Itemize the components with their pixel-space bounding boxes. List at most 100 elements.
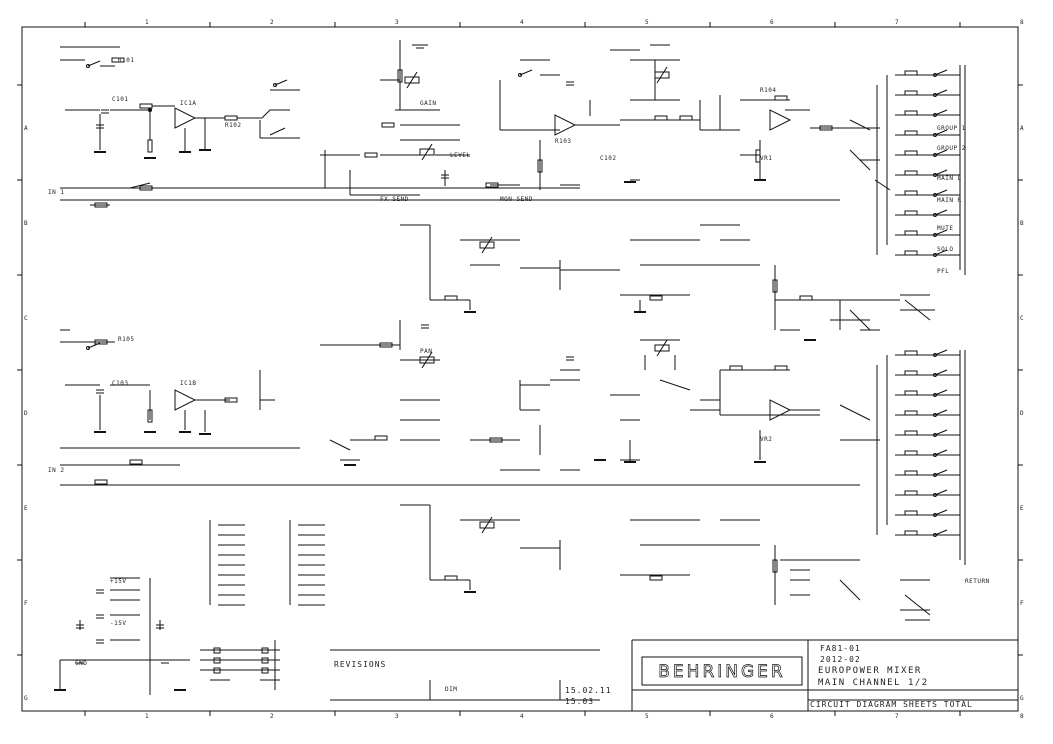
resistor-symbol xyxy=(904,150,918,156)
switch-contact xyxy=(933,113,937,117)
grid-row-right-A: A xyxy=(1020,125,1025,132)
label-solo: SOLO xyxy=(937,246,954,253)
wire xyxy=(269,127,286,136)
grid-col-top-2: 2 xyxy=(270,19,275,26)
label-bus3: MAIN L xyxy=(937,175,962,182)
resistor-symbol xyxy=(374,435,388,441)
resistor-symbol xyxy=(381,122,395,128)
opamp-symbol xyxy=(174,107,197,129)
switch-symbol xyxy=(934,509,948,516)
wire xyxy=(904,594,931,616)
switch-contact xyxy=(933,533,937,537)
label-mute: MUTE xyxy=(937,225,954,232)
switch-contact xyxy=(86,64,90,68)
switch-contact xyxy=(933,473,937,477)
wire xyxy=(849,149,871,171)
grid-col-bottom-3: 3 xyxy=(395,713,400,720)
resistor-symbol xyxy=(649,575,663,581)
switch-symbol xyxy=(519,69,533,76)
switch-symbol xyxy=(934,389,948,396)
ground-symbols xyxy=(54,149,816,691)
switch-contact xyxy=(273,83,277,87)
switch-contact xyxy=(933,133,937,137)
switch-symbol xyxy=(934,69,948,76)
potentiometer-arrow xyxy=(481,516,493,534)
wire xyxy=(904,299,931,321)
grid-col-bottom-6: 6 xyxy=(770,713,775,720)
grid-row-right-G: G xyxy=(1020,695,1025,702)
switch-symbol xyxy=(934,469,948,476)
potentiometer-arrow xyxy=(421,143,433,161)
title-footer: CIRCUIT DIAGRAM SHEETS TOTAL xyxy=(810,700,973,709)
potentiometer-arrow xyxy=(656,66,668,84)
label-pan: PAN xyxy=(420,348,433,355)
switch-contact xyxy=(933,253,937,257)
connector-pin xyxy=(213,657,221,664)
revision-label: REVISIONS xyxy=(334,660,387,669)
resistor-symbol xyxy=(904,530,918,536)
wire-group xyxy=(17,22,1023,716)
resistor-symbol xyxy=(819,125,833,131)
resistor-symbol xyxy=(904,110,918,116)
potentiometer-symbol xyxy=(404,76,420,84)
switch-contact xyxy=(933,493,937,497)
resistor-symbol xyxy=(94,202,108,208)
potentiometer-symbol xyxy=(419,356,435,364)
resistor-symbol xyxy=(799,295,813,301)
grid-row-left-G: G xyxy=(24,695,29,702)
switch-contact xyxy=(933,93,937,97)
label-return: RETURN xyxy=(965,578,990,585)
switch-contact xyxy=(933,173,937,177)
switch-contact xyxy=(933,353,937,357)
resistor-symbol xyxy=(444,575,458,581)
label-r4: R104 xyxy=(760,87,777,94)
resistor-symbol xyxy=(904,430,918,436)
resistor-symbol xyxy=(904,90,918,96)
grid-col-bottom-7: 7 xyxy=(895,713,900,720)
switch-contact xyxy=(933,373,937,377)
grid-col-bottom-1: 1 xyxy=(145,713,150,720)
grid-col-bottom-5: 5 xyxy=(645,713,650,720)
switch-symbol xyxy=(934,349,948,356)
grid-row-right-E: E xyxy=(1020,505,1025,512)
resistor-symbol xyxy=(147,139,153,153)
resistor-symbol xyxy=(755,149,761,163)
switch-symbol xyxy=(934,249,948,256)
label-mon: MON SEND xyxy=(500,196,533,203)
grid-col-top-8: 8 xyxy=(1020,19,1025,26)
resistor-symbol xyxy=(729,365,743,371)
switch-contact xyxy=(933,413,937,417)
resistor-symbol xyxy=(679,115,693,121)
grid-col-top-4: 4 xyxy=(520,19,525,26)
label-r3: R103 xyxy=(555,138,572,145)
label-vcc: +15V xyxy=(110,578,127,585)
resistor-symbol xyxy=(379,342,393,348)
switch-symbol xyxy=(87,60,101,67)
resistor-symbol xyxy=(489,437,503,443)
resistor-symbol xyxy=(139,185,153,191)
switch-symbol xyxy=(934,489,948,496)
resistor-symbol xyxy=(904,490,918,496)
grid-row-left-B: B xyxy=(24,220,29,227)
label-bus2: GROUP 2 xyxy=(937,145,966,152)
resistor-symbol xyxy=(904,410,918,416)
label-ic2: IC1B xyxy=(180,380,197,387)
switch-symbol xyxy=(934,229,948,236)
resistor-symbol xyxy=(139,103,153,109)
switch-contact xyxy=(86,346,90,350)
potentiometer-symbol xyxy=(654,71,670,79)
connector-pin xyxy=(261,657,269,664)
resistor-symbol xyxy=(111,57,125,63)
label-pfl: PFL xyxy=(937,268,950,275)
grid-col-bottom-2: 2 xyxy=(270,713,275,720)
switch-contact xyxy=(933,393,937,397)
resistor-symbol xyxy=(397,69,403,83)
dim-label: DIM xyxy=(445,686,458,693)
switch-symbol xyxy=(934,129,948,136)
label-in2: IN 2 xyxy=(48,467,65,474)
wire xyxy=(849,309,871,331)
label-bus4: MAIN R xyxy=(937,197,962,204)
connector-pin xyxy=(261,647,269,654)
resistor-symbol xyxy=(904,70,918,76)
